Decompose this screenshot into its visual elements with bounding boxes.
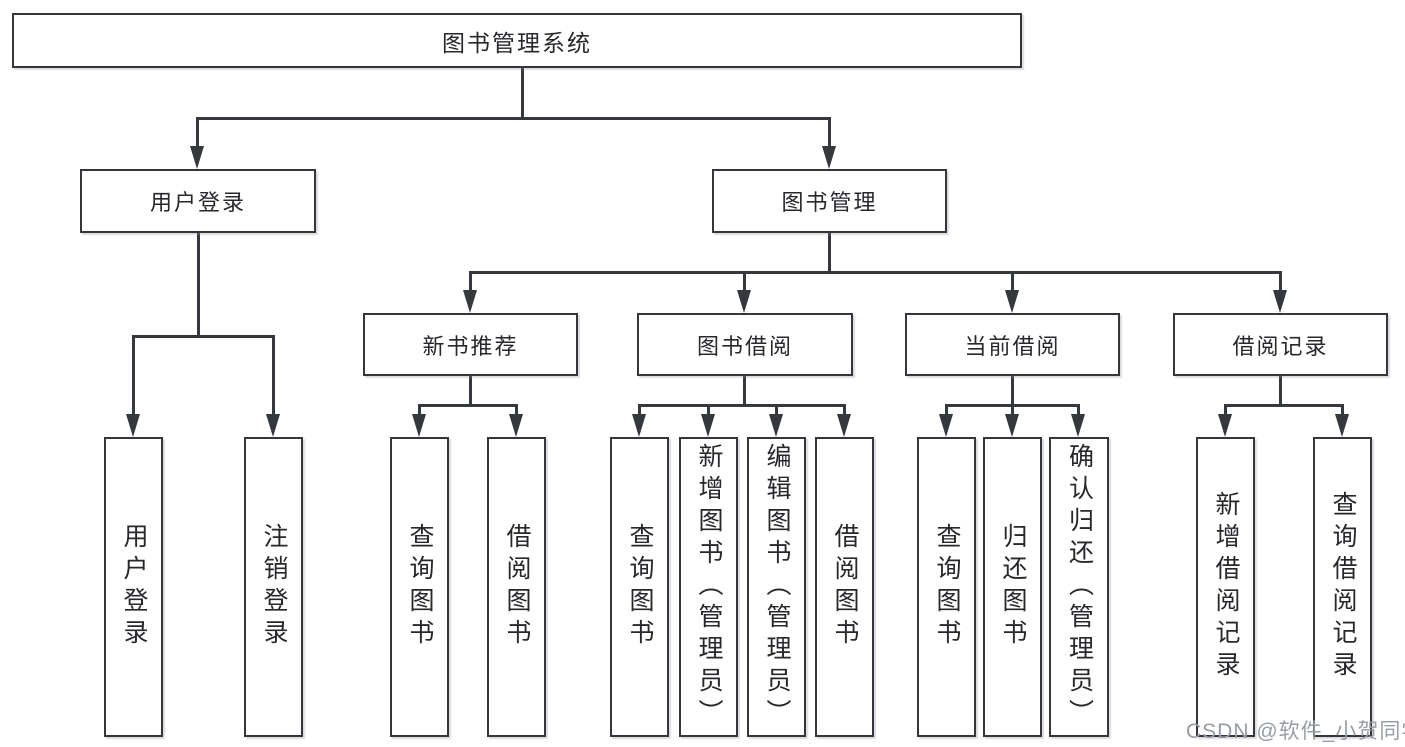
watermark: CSDN @软件_小贺同学 (1186, 720, 1405, 743)
connector-stem (132, 335, 135, 417)
connector-level3-rail (469, 271, 1282, 274)
connector-stem (828, 232, 831, 273)
arrowhead-down-icon (126, 414, 140, 437)
arrowhead-down-icon (1335, 414, 1349, 437)
leaf-edit-book-admin: 编辑图书（管理员） (747, 437, 806, 737)
connector-rail (638, 404, 846, 407)
leaf-confirm-return-admin: 确认归还（管理员） (1049, 437, 1109, 737)
connector-stem (1011, 271, 1014, 292)
arrowhead-down-icon (190, 146, 204, 169)
connector-stem (743, 375, 746, 406)
connector-rail (418, 404, 518, 407)
arrowhead-down-icon (822, 146, 836, 169)
connector-stem (945, 404, 948, 416)
node-user-login: 用户登录 (80, 169, 316, 233)
arrowhead-down-icon (509, 414, 523, 437)
connector-stem (197, 232, 200, 337)
arrowhead-down-icon (701, 414, 715, 437)
connector-stem (1341, 404, 1344, 416)
arrowhead-down-icon (1005, 290, 1019, 313)
arrowhead-down-icon (412, 414, 426, 437)
connector-stem (1279, 271, 1282, 292)
connector-stem (469, 375, 472, 406)
connector-stem (469, 271, 472, 292)
arrowhead-down-icon (1071, 414, 1085, 437)
leaf-borrow-query-books: 查询图书 (610, 437, 669, 737)
node-current-borrowing: 当前借阅 (905, 313, 1120, 376)
leaf-borrow-books: 借阅图书 (815, 437, 874, 737)
node-borrow-records: 借阅记录 (1173, 313, 1388, 376)
connector-stem (707, 404, 710, 416)
arrowhead-down-icon (632, 414, 646, 437)
connector-stem (1279, 375, 1282, 406)
leaf-recommend-query-books: 查询图书 (390, 437, 449, 737)
connector-stem (196, 117, 199, 149)
leaf-add-book-admin: 新增图书（管理员） (679, 437, 738, 737)
node-book-management: 图书管理 (712, 169, 947, 233)
leaf-current-query-books: 查询图书 (917, 437, 976, 737)
leaf-query-borrow-record: 查询借阅记录 (1313, 437, 1372, 737)
arrowhead-down-icon (1218, 414, 1232, 437)
arrowhead-down-icon (1273, 290, 1287, 313)
connector-stem (418, 404, 421, 416)
connector-stem (743, 271, 746, 292)
leaf-logout-login: 注销登录 (244, 437, 303, 737)
connector-level2-rail (196, 117, 831, 120)
node-book-borrowing: 图书借阅 (637, 313, 853, 376)
connector-stem (1224, 404, 1227, 416)
leaf-return-books: 归还图书 (983, 437, 1042, 737)
connector-stem (775, 404, 778, 416)
connector-stem (272, 335, 275, 417)
connector-stem (638, 404, 641, 416)
leaf-user-login: 用户登录 (104, 437, 163, 737)
leaf-recommend-borrow-books: 借阅图书 (487, 437, 546, 737)
arrowhead-down-icon (769, 414, 783, 437)
arrowhead-down-icon (737, 290, 751, 313)
node-new-book-recommend: 新书推荐 (363, 313, 578, 376)
connector-rail (1224, 404, 1344, 407)
arrowhead-down-icon (939, 414, 953, 437)
connector-stem (1011, 375, 1014, 406)
leaf-add-borrow-record: 新增借阅记录 (1196, 437, 1255, 737)
arrowhead-down-icon (266, 414, 280, 437)
node-root: 图书管理系统 (12, 13, 1022, 68)
connector-root-stem (521, 67, 524, 119)
connector-stem (828, 117, 831, 149)
connector-rail (132, 335, 275, 338)
connector-stem (1077, 404, 1080, 416)
connector-stem (1011, 404, 1014, 416)
connector-stem (843, 404, 846, 416)
connector-stem (515, 404, 518, 416)
arrowhead-down-icon (1005, 414, 1019, 437)
arrowhead-down-icon (837, 414, 851, 437)
arrowhead-down-icon (463, 290, 477, 313)
